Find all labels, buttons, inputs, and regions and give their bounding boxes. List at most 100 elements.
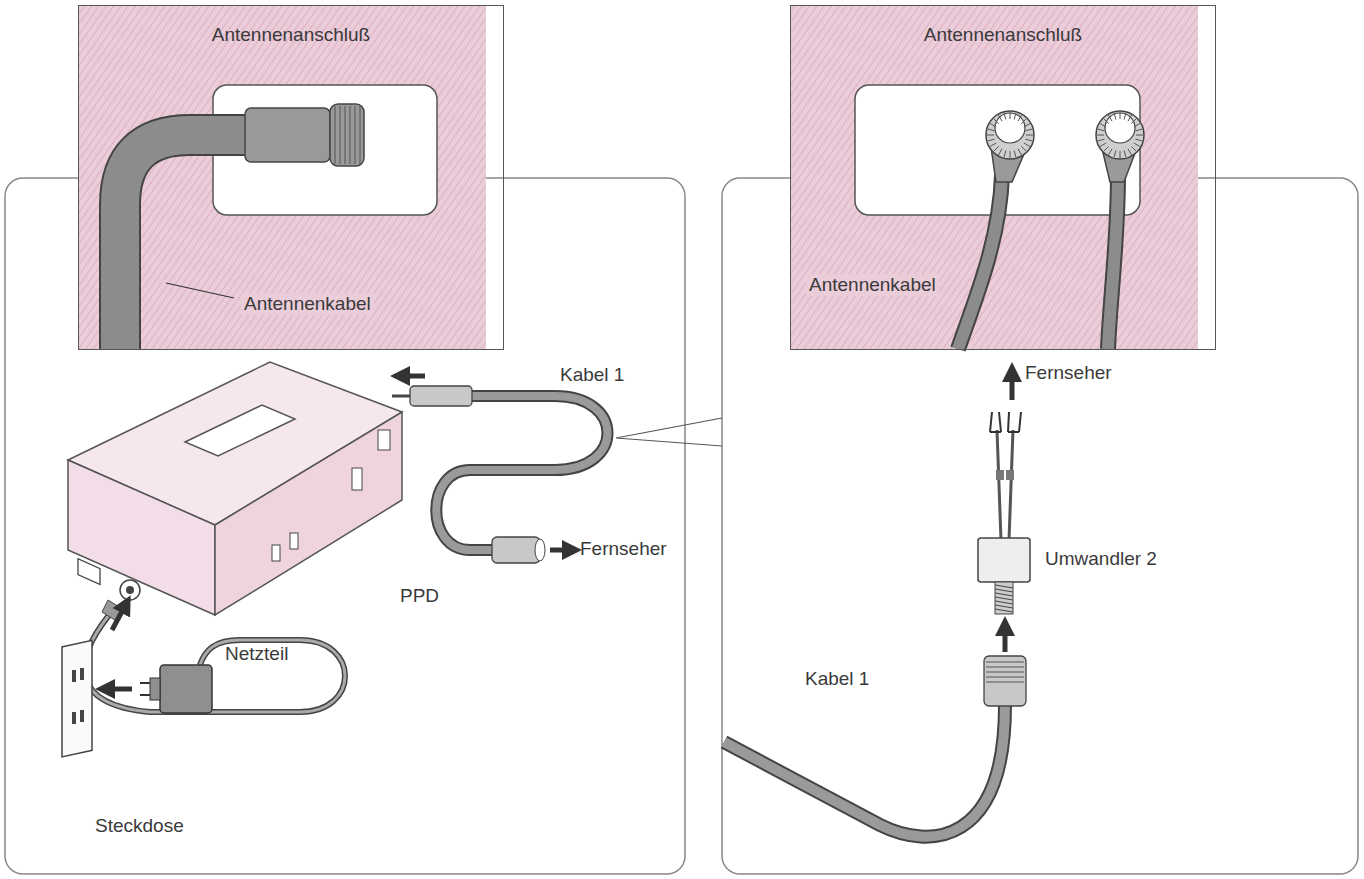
part-label: Kabel 1	[805, 668, 869, 690]
converter	[996, 470, 1004, 480]
power-supply	[80, 710, 84, 722]
screw-terminal	[1114, 150, 1116, 157]
screw-terminal	[994, 146, 999, 151]
screw-terminal	[1018, 149, 1022, 155]
part-label: PPD	[400, 585, 439, 607]
coax-cable	[355, 106, 356, 164]
screw-terminal	[1021, 119, 1026, 124]
screw-terminal	[986, 111, 1034, 159]
coax-cable	[335, 106, 336, 164]
screw-terminal	[1100, 143, 1106, 147]
cable-1	[436, 396, 607, 550]
inset-ground	[78, 5, 1198, 350]
coax-cable	[350, 106, 351, 164]
coax-cable	[340, 106, 341, 164]
power-supply	[112, 604, 126, 630]
antenna-inset: AntennenanschlußAntennenkabel	[790, 5, 1216, 350]
ppd-device	[185, 405, 295, 456]
converter	[984, 656, 1026, 706]
converter	[990, 412, 1001, 432]
coax-cable	[120, 135, 255, 349]
screw-terminal	[1124, 150, 1126, 157]
coax-cable	[120, 135, 255, 349]
ppd-device	[272, 545, 280, 561]
inset-ground	[78, 5, 486, 350]
converter	[986, 662, 1024, 663]
ppd-device	[378, 430, 390, 450]
screw-terminal	[1010, 112, 1011, 119]
cable-1	[550, 548, 572, 553]
screw-terminal	[1134, 124, 1140, 128]
screw-terminal	[1120, 112, 1121, 119]
power-supply	[72, 670, 76, 682]
screw-terminal	[1109, 149, 1113, 155]
part-label: Fernseher	[1025, 362, 1112, 384]
screw-terminal	[1010, 151, 1011, 158]
screw-terminal	[999, 149, 1003, 155]
cable-1	[535, 539, 545, 561]
cable-1	[392, 376, 608, 563]
power-supply	[80, 668, 84, 680]
converter	[1006, 470, 1014, 480]
screw-terminal	[1105, 113, 1135, 143]
screw-terminal	[1021, 146, 1026, 151]
coax-cable	[335, 106, 360, 164]
leader-line	[166, 283, 234, 298]
power-supply	[140, 682, 150, 684]
ppd-device	[290, 533, 298, 549]
converter	[1003, 626, 1008, 652]
screw-terminal	[1025, 129, 1032, 131]
coax-cable	[345, 106, 346, 164]
converter	[997, 430, 1001, 540]
converter	[995, 589, 1013, 592]
ppd-device	[78, 559, 100, 585]
power-supply	[62, 600, 345, 757]
power-supply	[160, 665, 212, 713]
converter	[1008, 412, 1021, 432]
cable-1	[410, 386, 472, 406]
screw-terminal	[958, 175, 1002, 349]
cable-1	[436, 396, 607, 550]
converter	[1010, 372, 1015, 400]
coax-cable	[330, 104, 364, 166]
screw-terminal	[1100, 124, 1106, 128]
screw-terminal	[1014, 113, 1016, 120]
screw-terminal	[990, 143, 996, 147]
inset-title: Antennenanschluß	[79, 24, 503, 46]
converter	[995, 585, 1013, 588]
screw-terminal	[1018, 115, 1022, 121]
screw-terminal	[1004, 113, 1006, 120]
part-label: Kabel 1	[560, 364, 624, 386]
screw-terminal	[1124, 113, 1126, 120]
power-supply	[85, 608, 345, 712]
part-label: Umwandler 2	[1045, 548, 1157, 570]
screw-terminal	[994, 119, 999, 124]
converter	[995, 605, 1013, 608]
screw-terminal	[1096, 111, 1144, 159]
screw-terminal	[1097, 135, 1104, 136]
screw-terminal	[988, 139, 995, 141]
screw-terminal	[990, 124, 996, 128]
cable-1	[400, 374, 425, 379]
ppd-device	[120, 580, 140, 600]
screw-terminal	[999, 115, 1003, 121]
screw-terminal	[1098, 139, 1105, 141]
screw-terminal	[1004, 150, 1006, 157]
power-supply	[105, 687, 132, 692]
converter	[986, 667, 1024, 668]
screw-terminal	[1120, 151, 1121, 158]
converter	[995, 597, 1013, 600]
converter	[986, 662, 1024, 682]
screw-terminal	[1024, 143, 1030, 147]
screw-terminal	[988, 129, 995, 131]
screw-terminal	[1109, 115, 1113, 121]
power-supply	[62, 640, 92, 756]
cable-1	[392, 395, 412, 398]
power-supply	[140, 694, 150, 696]
part-name: Antennenkabel	[241, 293, 374, 315]
part-label: Steckdose	[95, 815, 184, 837]
ppd-device	[352, 468, 362, 490]
converter	[995, 609, 1013, 612]
